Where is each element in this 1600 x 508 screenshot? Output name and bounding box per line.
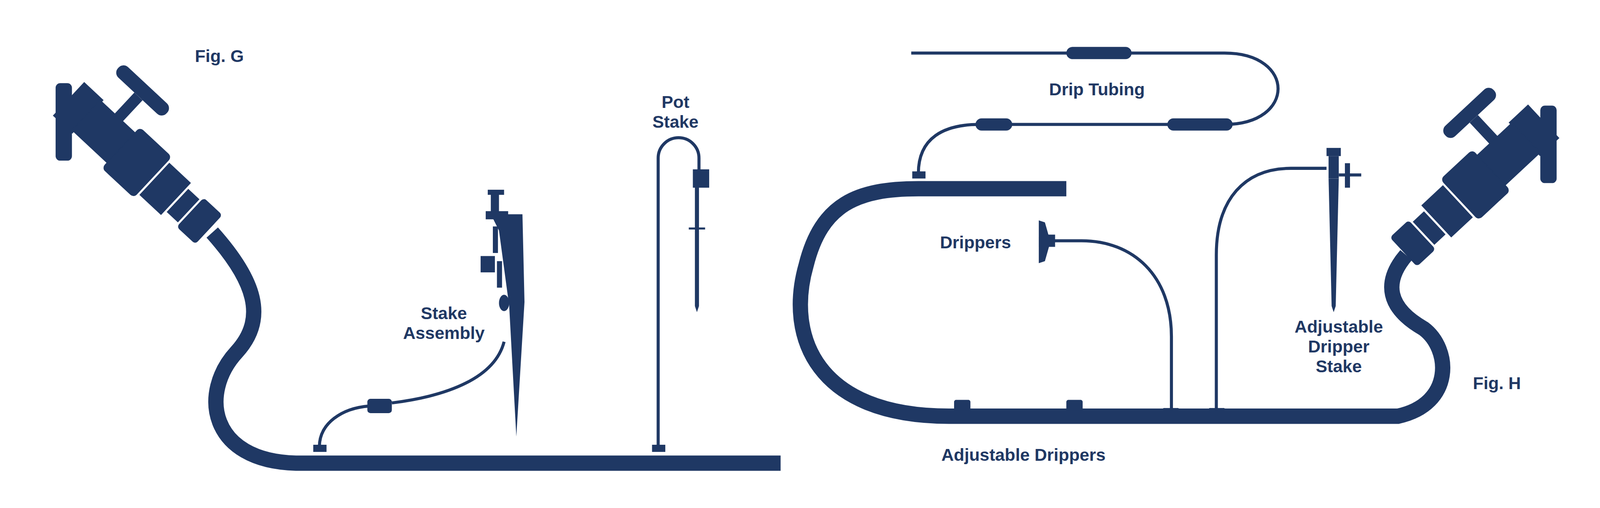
stake-valve xyxy=(1344,163,1350,188)
dripper xyxy=(1038,220,1049,264)
part-label: Drip Tubing xyxy=(1048,79,1145,100)
stake-tube xyxy=(1216,168,1327,410)
part-label: Adjustable Drippers xyxy=(941,445,1106,466)
supply-hose xyxy=(800,188,1443,417)
fitting xyxy=(652,444,666,452)
stake-joint xyxy=(499,294,510,312)
part-label: Pot Stake xyxy=(643,92,708,132)
figure-label: Fig. H xyxy=(1473,373,1522,394)
part-label: Drippers xyxy=(939,232,1012,253)
coupling xyxy=(1066,46,1132,60)
pot-stake-bar xyxy=(688,227,706,230)
coupling xyxy=(975,118,1013,131)
figure-label: Fig. G xyxy=(194,46,244,67)
fitting xyxy=(313,444,327,452)
stake-tube xyxy=(497,260,503,288)
pot-stake xyxy=(694,186,700,313)
part-label: Stake Assembly xyxy=(398,303,490,344)
part-label: Adjustable Dripper Stake xyxy=(1290,317,1388,377)
stake-head xyxy=(1328,155,1339,179)
coupling xyxy=(1167,118,1233,131)
stake-bar xyxy=(485,211,509,220)
fitting xyxy=(1209,408,1225,416)
adjustable-dripper xyxy=(954,400,971,413)
adjustable-dripper xyxy=(1066,400,1083,413)
drip-tubing xyxy=(911,53,1278,174)
pot-fitting xyxy=(692,169,710,189)
fitting xyxy=(1163,408,1179,416)
dripper-tube xyxy=(1051,240,1172,411)
stake xyxy=(490,214,525,437)
dripper-stake xyxy=(1328,178,1339,312)
micro-tube xyxy=(319,341,505,447)
fitting xyxy=(912,171,926,179)
spray-head xyxy=(487,189,505,195)
stake-cap xyxy=(1326,147,1341,156)
faucet xyxy=(1360,75,1563,272)
stake-tube xyxy=(492,226,498,253)
faucet xyxy=(50,52,252,250)
valve xyxy=(480,255,495,273)
coupling xyxy=(367,398,392,414)
